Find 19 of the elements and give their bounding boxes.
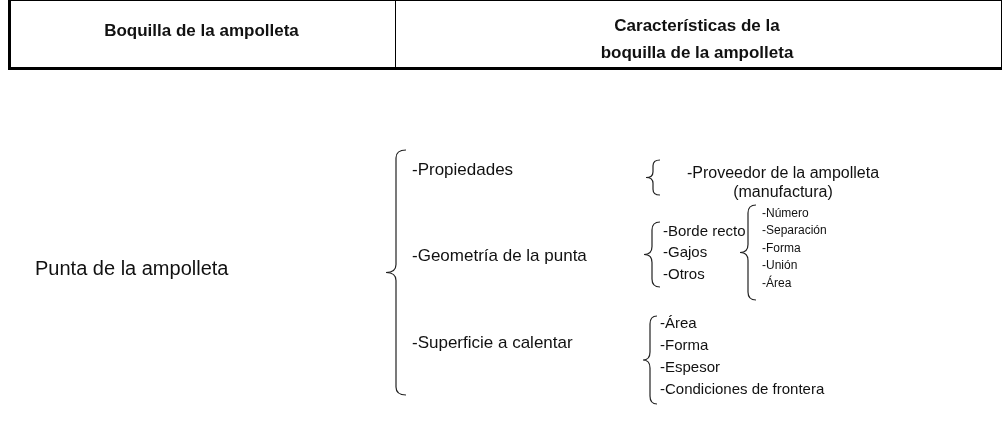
item-label: -Propiedades	[412, 160, 514, 181]
column-header: Boquilla de la ampolleta	[103, 21, 300, 42]
item-label: -Otros	[663, 265, 705, 283]
item-label: -Forma	[660, 336, 709, 354]
row-label: Punta de la ampolleta	[35, 256, 229, 280]
item-label: -Gajos	[663, 243, 708, 261]
column-header: Características de la boquilla de la ampolleta	[599, 15, 795, 65]
item-label: -Proveedor de la ampolleta (manufactura)	[685, 163, 881, 202]
item-label: -Área	[762, 276, 792, 291]
item-label: -Espesor	[660, 358, 721, 376]
item-label: -Condiciones de frontera	[660, 380, 825, 398]
item-label: -Borde recto	[663, 222, 746, 240]
item-label: -Geometría de la punta	[412, 246, 587, 267]
item-label: -Forma	[762, 241, 801, 256]
item-label: -Separación	[762, 223, 827, 238]
item-label: -Área	[660, 314, 697, 332]
item-label: -Unión	[762, 258, 798, 273]
item-label: -Superficie a calentar	[412, 333, 573, 354]
item-label: -Número	[762, 206, 809, 221]
